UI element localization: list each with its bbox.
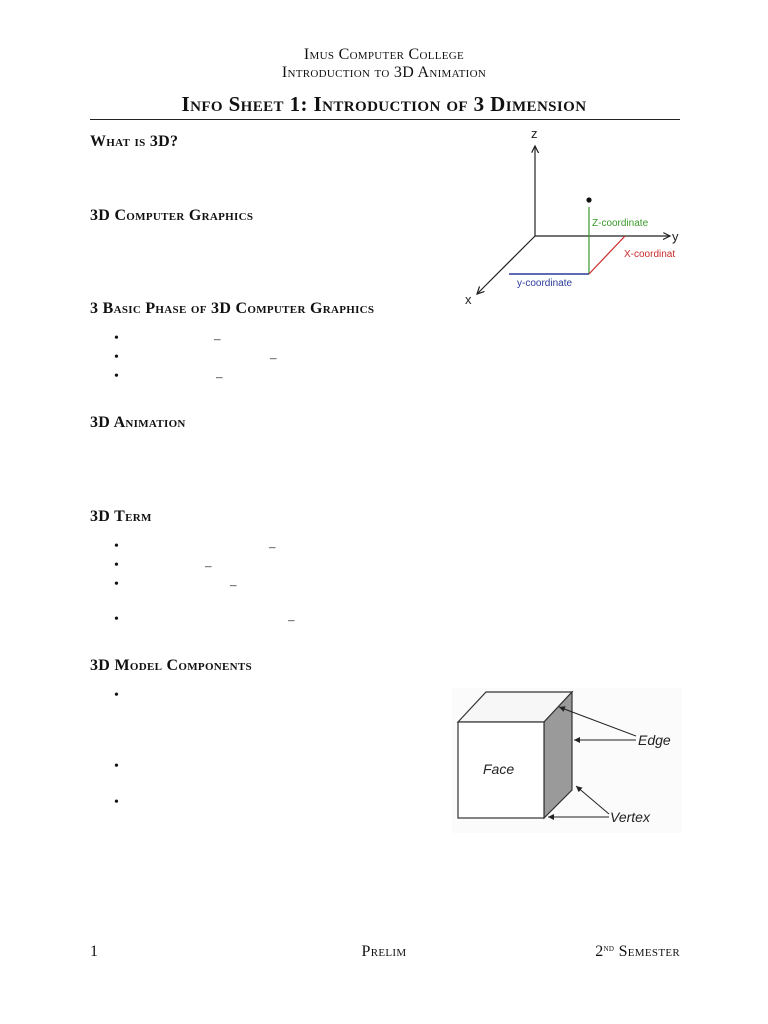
dash-separator: – xyxy=(288,612,295,627)
semester-word: Semester xyxy=(618,943,680,960)
bullet-marker: • xyxy=(114,350,119,365)
z-axis-label: z xyxy=(531,126,538,141)
cube-front-face xyxy=(457,721,545,819)
heading-model-components: 3D Model Components xyxy=(90,657,252,674)
dash-separator: – xyxy=(216,369,223,384)
bullet-marker: • xyxy=(114,795,119,810)
y-axis-label: y xyxy=(672,229,679,244)
dash-separator: – xyxy=(269,539,276,554)
bullet-marker: • xyxy=(114,759,119,774)
dash-separator: – xyxy=(270,350,277,365)
page-number: 1 xyxy=(90,943,99,960)
bullet-marker: • xyxy=(114,612,119,627)
edge-arrow xyxy=(558,706,637,737)
heading-basic-phase: 3 Basic Phase of 3D Computer Graphics xyxy=(90,300,375,317)
heading-what-is-3d: What is 3D? xyxy=(90,133,179,150)
x-axis-label: x xyxy=(465,292,472,307)
bullet-marker: • xyxy=(114,539,119,554)
semester-suffix: nd xyxy=(603,943,615,954)
face-label: Face xyxy=(483,761,514,777)
bullet-marker: • xyxy=(114,558,119,573)
point-marker xyxy=(586,197,592,203)
heading-3d-term: 3D Term xyxy=(90,508,152,525)
z-coordinate-label: Z-coordinate xyxy=(592,218,649,229)
dash-separator: – xyxy=(230,577,237,592)
dash-separator: – xyxy=(214,331,221,346)
3d-axes-diagram: z y x Z-coordinate X-coordinat y-coordin… xyxy=(465,126,679,307)
title-divider xyxy=(90,119,680,120)
course-name: Introduction to 3D Animation xyxy=(281,64,487,81)
vertex-arrow xyxy=(575,785,610,815)
x-axis xyxy=(477,235,536,294)
bullet-marker: • xyxy=(114,577,119,592)
semester-number: 2 xyxy=(595,943,604,960)
bullet-marker: • xyxy=(114,688,119,703)
heading-3d-computer-graphics: 3D Computer Graphics xyxy=(90,207,254,224)
school-name: Imus Computer College xyxy=(303,46,465,63)
footer-term: Prelim xyxy=(361,943,407,960)
dash-separator: – xyxy=(205,558,212,573)
vertex-label: Vertex xyxy=(610,809,651,825)
heading-3d-animation: 3D Animation xyxy=(90,414,186,431)
footer-semester: 2nd Semester xyxy=(595,943,680,961)
bullet-marker: • xyxy=(114,331,119,346)
edge-label: Edge xyxy=(638,732,671,748)
y-coordinate-label: y-coordinate xyxy=(517,278,572,289)
x-coordinate-label: X-coordinat xyxy=(624,249,675,260)
page-title: Info Sheet 1: Introduction of 3 Dimensio… xyxy=(181,92,587,116)
bullet-marker: • xyxy=(114,369,119,384)
3d-cube-diagram: Face Edge Vertex xyxy=(452,688,682,833)
x-coordinate-line xyxy=(588,235,626,275)
